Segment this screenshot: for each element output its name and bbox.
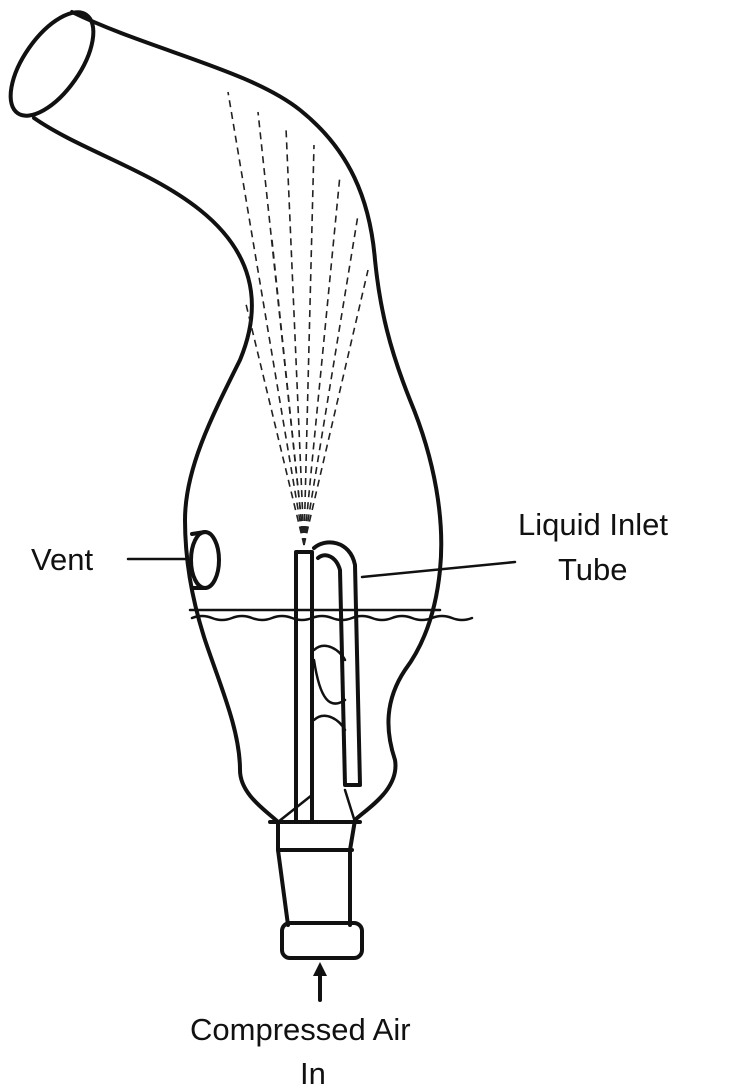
liquid-inlet-label-line1: Liquid Inlet (518, 507, 668, 542)
liquid-inlet-label-line2: Tube (558, 552, 628, 587)
nebulizer-body-left-outline (34, 118, 288, 925)
air-jet-tube (296, 552, 312, 822)
compressed-air-label-line1: Compressed Air (190, 1012, 411, 1047)
compressed-air-label-line2: In (300, 1056, 326, 1091)
vent-port (191, 532, 219, 588)
vent-label: Vent (31, 542, 93, 577)
liquid-inlet-tube (314, 542, 360, 785)
nebulizer-body-right-outline (72, 12, 441, 925)
neck-ring (270, 822, 360, 850)
air-in-arrowhead (313, 962, 327, 976)
air-inlet-cap (282, 923, 362, 958)
